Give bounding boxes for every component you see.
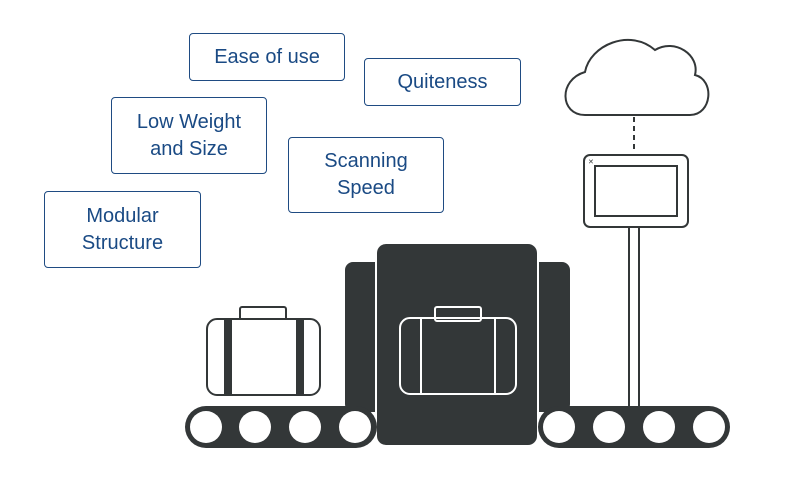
label-low-weight-line1: Low Weight [136, 110, 242, 133]
suitcase-icon [206, 306, 321, 396]
label-low-weight-line2: and Size [150, 137, 228, 160]
label-scanning-line1: Scanning [324, 150, 408, 172]
label-quiteness: Quiteness [364, 58, 521, 106]
monitor-icon: ✕ [583, 154, 689, 228]
label-modular-line2: Structure [81, 231, 164, 254]
label-low-weight: Low Weight and Size [111, 97, 267, 174]
close-icon: ✕ [588, 158, 594, 166]
label-scanning-line2: Speed [337, 177, 395, 199]
suitcase-icon [399, 306, 517, 395]
conveyor-icon [538, 406, 730, 448]
label-scanning-speed: Scanning Speed [288, 137, 444, 213]
label-modular-line1: Modular [86, 204, 159, 227]
monitor-pole [628, 226, 640, 411]
label-quiteness-text: Quiteness [397, 70, 488, 93]
label-ease-of-use-text: Ease of use [214, 45, 320, 68]
label-modular-structure: Modular Structure [44, 191, 201, 268]
label-ease-of-use: Ease of use [189, 33, 345, 81]
conveyor-icon [185, 406, 377, 448]
scanner-icon [345, 242, 570, 447]
cloud-icon [564, 39, 710, 116]
